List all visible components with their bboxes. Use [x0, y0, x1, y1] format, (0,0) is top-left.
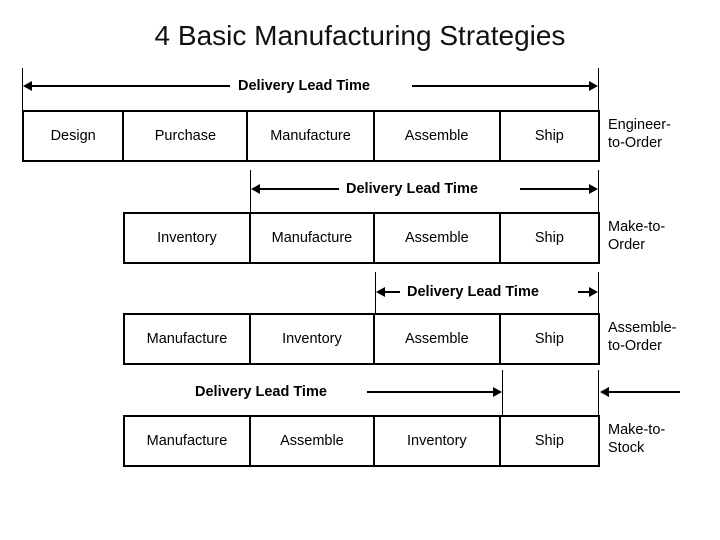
- strategy-label-line-2: Stock: [608, 439, 645, 456]
- lead-time-start-tick-2: [250, 170, 251, 214]
- process-step-cell[interactable]: Ship: [534, 331, 564, 347]
- lead-time-arrow-row-3: Delivery Lead Time: [0, 270, 720, 316]
- lead-time-end-tick-2: [598, 170, 599, 214]
- strategy-label-assemble-to-order: Assemble- to-Order: [608, 320, 720, 355]
- process-chain-assemble-to-order: Manufacture Inventory Assemble Ship: [123, 313, 600, 365]
- lead-time-line-outer-4: [608, 391, 680, 393]
- strategy-label-line-1: Assemble-: [608, 320, 677, 336]
- lead-time-line-inner-4: [367, 391, 494, 393]
- strategy-label-line-1: Make-to-: [608, 422, 666, 438]
- process-chain-make-to-order: Inventory Manufacture Assemble Ship: [123, 212, 600, 264]
- lead-time-arrow-row-2: Delivery Lead Time: [0, 167, 720, 214]
- lead-time-line-left-2: [259, 188, 339, 190]
- lead-time-end-tick-3: [598, 272, 599, 316]
- process-step-cell[interactable]: Assemble: [375, 214, 501, 262]
- process-step-cell[interactable]: Inventory: [251, 315, 375, 363]
- strategy-label-line-2: to-Order: [608, 337, 662, 354]
- lead-time-label-4: Delivery Lead Time: [190, 384, 332, 400]
- lead-time-arrowhead-right-3: [589, 287, 598, 297]
- process-chain-engineer-to-order: Design Purchase Manufacture Assemble Shi…: [22, 110, 600, 162]
- process-step-cell[interactable]: Manufacture: [125, 315, 251, 363]
- lead-time-arrowhead-right-1: [589, 81, 598, 91]
- process-step-cell[interactable]: Inventory: [375, 417, 501, 465]
- strategy-label-engineer-to-order: Engineer- to-Order: [608, 117, 720, 152]
- lead-time-mid-tick-4: [502, 370, 503, 415]
- process-step-cell[interactable]: Inventory: [125, 214, 251, 262]
- lead-time-arrow-row-4: Delivery Lead Time: [0, 370, 720, 415]
- process-step-cell[interactable]: Manufacture: [248, 112, 375, 160]
- process-step-cell[interactable]: Manufacture: [125, 417, 251, 465]
- page-title: 4 Basic Manufacturing Strategies: [154, 20, 566, 51]
- lead-time-label-2: Delivery Lead Time: [341, 181, 483, 197]
- lead-time-line-right-2: [520, 188, 590, 190]
- process-step-cell[interactable]: Assemble: [375, 112, 501, 160]
- process-step-cell[interactable]: Ship: [534, 128, 564, 144]
- process-step-cell[interactable]: Purchase: [124, 112, 249, 160]
- lead-time-arrowhead-left-4: [600, 387, 609, 397]
- strategy-label-make-to-order: Make-to- Order: [608, 219, 720, 254]
- lead-time-arrowhead-right-2: [589, 184, 598, 194]
- lead-time-start-tick-3: [375, 272, 376, 316]
- lead-time-arrowhead-left-2: [251, 184, 260, 194]
- process-step-cell[interactable]: Assemble: [375, 315, 501, 363]
- strategy-label-make-to-stock: Make-to- Stock: [608, 422, 720, 457]
- process-chain-make-to-stock: Manufacture Assemble Inventory Ship: [123, 415, 600, 467]
- strategy-label-line-1: Make-to-: [608, 219, 666, 235]
- process-step-cell[interactable]: Assemble: [251, 417, 375, 465]
- lead-time-label-1: Delivery Lead Time: [233, 78, 375, 94]
- process-step-cell[interactable]: Design: [24, 112, 125, 160]
- process-step-cell[interactable]: Ship: [534, 433, 564, 449]
- lead-time-arrowhead-right-4: [493, 387, 502, 397]
- strategy-label-line-1: Engineer-: [608, 117, 671, 133]
- lead-time-end-tick-1: [598, 68, 599, 112]
- strategy-label-line-2: Order: [608, 236, 646, 253]
- lead-time-arrowhead-left-1: [23, 81, 32, 91]
- process-step-cell[interactable]: Manufacture: [251, 214, 375, 262]
- strategy-label-line-2: to-Order: [608, 134, 662, 151]
- process-step-cell[interactable]: Ship: [534, 230, 564, 246]
- lead-time-line-left-1: [31, 85, 230, 87]
- lead-time-line-right-1: [412, 85, 590, 87]
- lead-time-arrowhead-left-3: [376, 287, 385, 297]
- lead-time-line-left-3: [384, 291, 400, 293]
- lead-time-label-3: Delivery Lead Time: [402, 284, 544, 300]
- lead-time-line-right-3: [578, 291, 590, 293]
- lead-time-end-tick-4: [598, 370, 599, 415]
- lead-time-arrow-row-1: Delivery Lead Time: [0, 64, 720, 112]
- lead-time-start-tick-1: [22, 68, 23, 112]
